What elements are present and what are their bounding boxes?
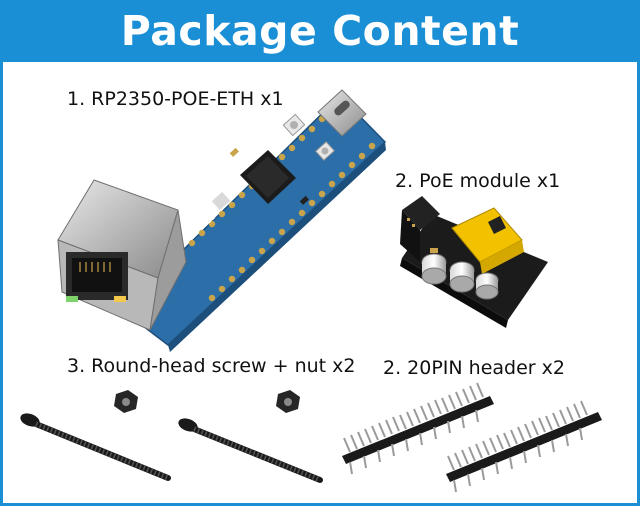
screws-and-nuts-image (20, 390, 323, 483)
pin-headers-image (342, 382, 602, 493)
item-label-poe-module: 2. PoE module x1 (395, 170, 561, 192)
page-title: Package Content (120, 7, 520, 55)
poe-module-image (400, 196, 548, 328)
rp2350-poe-eth-board-image: W (57, 89, 387, 352)
header-banner: Package Content (0, 0, 640, 62)
item-label-pin-header: 2. 20PIN header x2 (383, 357, 565, 379)
item-label-rp2350-poe-eth: 1. RP2350-POE-ETH x1 (67, 88, 284, 110)
item-label-screws: 3. Round-head screw + nut x2 (67, 355, 356, 377)
